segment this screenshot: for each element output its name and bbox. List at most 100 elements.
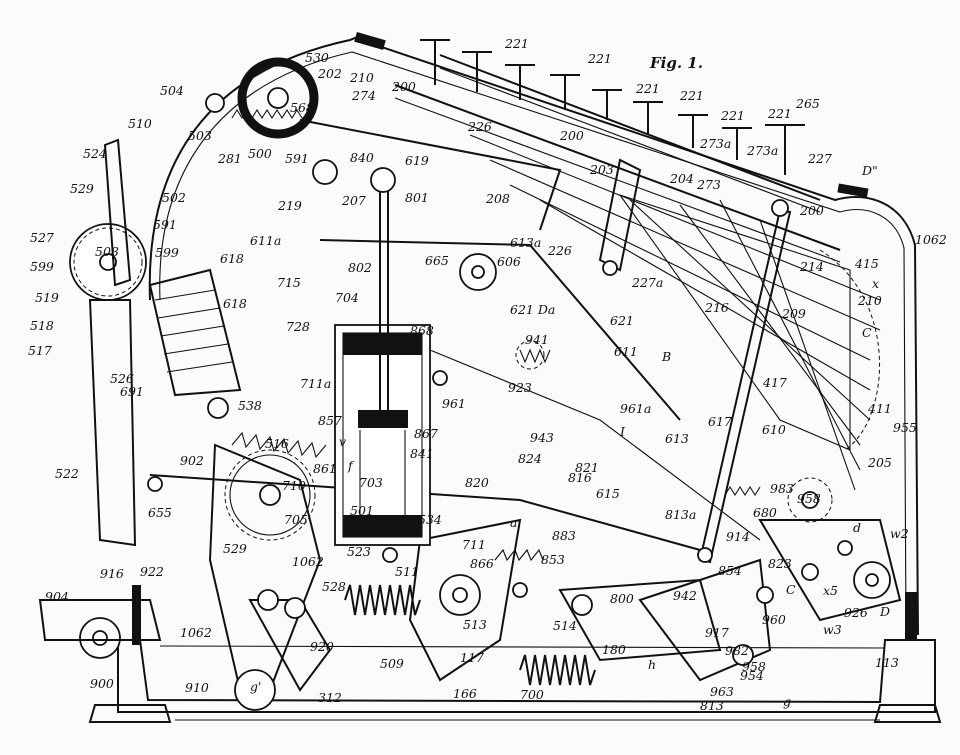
reference-label: 900: [90, 676, 114, 691]
reference-label: 961a: [620, 401, 651, 416]
reference-label: 216: [704, 300, 729, 315]
reference-label: 883: [552, 528, 576, 543]
reference-label: 113: [875, 655, 899, 670]
reference-label: 655: [148, 505, 172, 520]
reference-label: 610: [762, 422, 786, 437]
reference-label: 516: [265, 436, 289, 451]
reference-label: 538: [238, 398, 262, 413]
reference-label: 200: [391, 79, 416, 94]
reference-label: 117: [460, 650, 484, 665]
reference-label: g': [250, 679, 261, 694]
reference-label: D: [879, 604, 890, 619]
reference-label: f: [347, 458, 355, 473]
print-stack: [38, 138, 242, 641]
reference-label: 813a: [665, 507, 696, 522]
reference-label: 621 Da: [510, 302, 555, 317]
reference-label: v: [339, 434, 346, 449]
reference-label: 221: [587, 51, 612, 66]
springs: [231, 108, 761, 686]
reference-label: 621: [610, 313, 634, 328]
reference-label: 823: [768, 556, 792, 571]
reference-label: 273a: [746, 143, 778, 158]
reference-label: 208: [485, 191, 510, 206]
reference-label: 591: [285, 151, 309, 166]
reference-label: 868: [410, 323, 434, 338]
reference-label: 824: [518, 451, 542, 466]
reference-label: 958: [742, 659, 766, 674]
reference-label: w3: [823, 622, 842, 637]
figure-title: Fig. 1.: [649, 54, 703, 72]
reference-label: 265: [795, 96, 820, 111]
reference-label: 728: [286, 319, 310, 334]
reference-label: 210: [857, 293, 882, 308]
reference-label: g: [783, 694, 791, 709]
reference-label: 527: [30, 230, 54, 245]
reference-label: 312: [318, 690, 342, 705]
reference-label: 227: [807, 151, 832, 166]
reference-label: 611a: [250, 233, 281, 248]
reference-label: 961: [442, 396, 466, 411]
reference-label: 955: [893, 420, 917, 435]
reference-label: 226: [547, 243, 572, 258]
reference-label: 210: [349, 70, 374, 85]
reference-label: 703: [359, 475, 383, 490]
reference-label: 821: [575, 460, 599, 475]
reference-label: 205: [867, 455, 892, 470]
reference-label: 415: [854, 256, 879, 271]
reference-label: 202: [317, 66, 342, 81]
reference-label: 820: [465, 475, 489, 490]
reference-label: 204: [669, 171, 694, 186]
reference-label: 960: [762, 612, 786, 627]
reference-label: 203: [589, 162, 614, 177]
reference-label: 800: [610, 591, 634, 606]
reference-label: 529: [223, 541, 247, 556]
reference-label: 510: [128, 116, 152, 131]
reference-label: 920: [310, 639, 334, 654]
reference-label: 500: [248, 146, 272, 161]
reference-label: 917: [705, 625, 729, 640]
reference-label: 954: [740, 668, 764, 683]
reference-label: 530: [305, 50, 329, 65]
reference-label: 615: [596, 486, 620, 501]
reference-label: 665: [425, 253, 449, 268]
reference-label: 221: [504, 36, 529, 51]
reference-label: 982: [725, 643, 749, 658]
reference-label: 926: [844, 605, 868, 620]
reference-label: 166: [453, 686, 477, 701]
reference-label: 221: [635, 81, 660, 96]
reference-label: 517: [28, 343, 52, 358]
reference-label: 922: [140, 564, 164, 579]
reference-label: 916: [100, 566, 124, 581]
reference-label: 504: [160, 83, 184, 98]
reference-label: 528: [322, 579, 346, 594]
reference-label: 502: [162, 190, 186, 205]
reference-label: 226: [467, 119, 492, 134]
reference-label: 711a: [300, 376, 331, 391]
reference-label: 910: [185, 680, 209, 695]
reference-label: d: [853, 520, 861, 535]
housing-frame: [88, 32, 942, 723]
reference-label: 522: [55, 466, 79, 481]
reference-label: 704: [335, 290, 359, 305]
reference-label: 963: [710, 684, 734, 699]
reference-label: 509: [380, 656, 404, 671]
reference-label: 200: [799, 203, 824, 218]
reference-label: 942: [673, 588, 697, 603]
reference-label: 219: [277, 198, 302, 213]
reference-label: 801: [405, 190, 429, 205]
reference-label: 902: [180, 453, 204, 468]
reference-label: 207: [341, 193, 366, 208]
reference-label: 1062: [180, 625, 212, 640]
pivots: [79, 57, 891, 711]
reference-label: 518: [30, 318, 54, 333]
reference-label: 904: [45, 589, 69, 604]
reference-label: 568: [290, 100, 314, 115]
reference-label: 503: [188, 128, 212, 143]
reference-label: 519: [35, 290, 59, 305]
type-bars: [469, 134, 881, 491]
reference-label: D": [861, 163, 878, 178]
reference-label: 534: [418, 512, 442, 527]
